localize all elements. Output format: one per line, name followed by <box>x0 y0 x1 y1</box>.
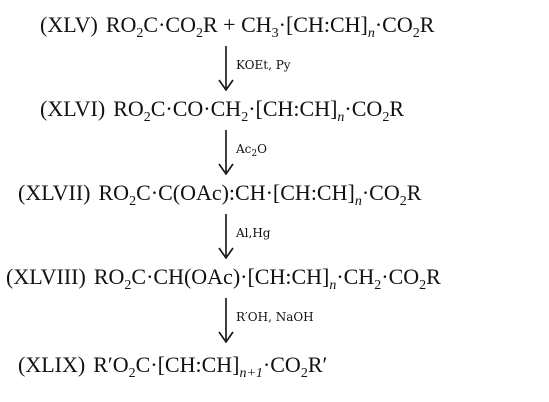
formula-text: C·CH(OAc)·[CH:CH] <box>131 264 330 289</box>
formula-text: ·[CH:CH] <box>278 12 368 37</box>
formula-text: C·CO·CH <box>150 96 242 121</box>
compound-label: (XLVII) <box>18 180 91 205</box>
formula-text: RO <box>113 96 144 121</box>
formula-text: ·CO <box>262 352 301 377</box>
reagent-1: KOEt, Py <box>236 58 291 72</box>
formula-subscript: 2 <box>419 278 427 293</box>
formula-text: C·C(OAc):CH·[CH:CH] <box>136 180 355 205</box>
compound-label: (XLIX) <box>18 352 86 377</box>
reagent-2: Ac2O <box>236 142 267 159</box>
compound-xlvi: (XLVI)RO2C·CO·CH2·[CH:CH]n·CO2R <box>40 96 404 125</box>
formula-text: ·CO <box>381 264 420 289</box>
formula-text: RO <box>105 12 137 37</box>
formula-subscript: 2 <box>300 366 308 381</box>
compound-xlvii: (XLVII)RO2C·C(OAc):CH·[CH:CH]n·CO2R <box>18 180 422 209</box>
formula-subscript-n: n <box>367 26 375 41</box>
formula-subscript-n: n <box>354 194 362 209</box>
formula-subscript: 3 <box>271 26 279 41</box>
formula-subscript: 2 <box>195 26 203 41</box>
reaction-arrow-3 <box>216 212 236 260</box>
formula-subscript-n: n <box>329 278 337 293</box>
formula-subscript: 2 <box>399 194 407 209</box>
formula-subscript: 2 <box>241 110 249 125</box>
formula-subscript: 2 <box>128 366 136 381</box>
formula-text: ·[CH:CH] <box>248 96 338 121</box>
formula-subscript: 2 <box>136 26 144 41</box>
formula-subscript: 2 <box>382 110 390 125</box>
down-arrow-icon <box>218 214 234 260</box>
down-arrow-icon <box>218 130 234 176</box>
formula-subscript: 2 <box>124 278 132 293</box>
reaction-arrow-4 <box>216 296 236 344</box>
formula-text: R <box>389 96 404 121</box>
reaction-arrow-1 <box>216 44 236 92</box>
compound-label: (XLVI) <box>40 96 106 121</box>
reaction-arrow-2 <box>216 128 236 176</box>
formula-text: R <box>419 12 435 37</box>
formula-text: C·CO <box>143 12 196 37</box>
formula-text: RO <box>98 180 130 205</box>
down-arrow-icon <box>218 46 234 92</box>
compound-xlv: (XLV)RO2C·CO2R + CH3·[CH:CH]n·CO2R <box>40 12 435 41</box>
formula-text: R′O <box>93 352 129 377</box>
formula-text: R <box>426 264 441 289</box>
formula-text: RO <box>93 264 125 289</box>
down-arrow-icon <box>218 298 234 344</box>
formula-subscript-n: n <box>337 110 345 125</box>
compound-xlix: (XLIX)R′O2C·[CH:CH]n+1·CO2R′ <box>18 352 328 381</box>
reagent-3: Al,Hg <box>236 226 271 240</box>
formula-text: ·CO <box>374 12 413 37</box>
formula-text: R + CH <box>202 12 272 37</box>
formula-subscript: 2 <box>412 26 420 41</box>
formula-text: R <box>406 180 422 205</box>
compound-label: (XLV) <box>40 12 98 37</box>
compound-xlviii: (XLVIII)RO2C·CH(OAc)·[CH:CH]n·CH2·CO2R <box>6 264 441 293</box>
formula-subscript-n: n+1 <box>239 366 263 381</box>
formula-text: C·[CH:CH] <box>135 352 240 377</box>
formula-text: R′ <box>307 352 328 377</box>
formula-text: ·CO <box>361 180 400 205</box>
formula-text: ·CO <box>344 96 383 121</box>
formula-subscript: 2 <box>374 278 382 293</box>
compound-label: (XLVIII) <box>6 264 86 289</box>
formula-subscript: 2 <box>143 110 151 125</box>
formula-text: ·CH <box>336 264 375 289</box>
formula-subscript: 2 <box>129 194 137 209</box>
reagent-4: R′OH, NaOH <box>236 310 314 324</box>
